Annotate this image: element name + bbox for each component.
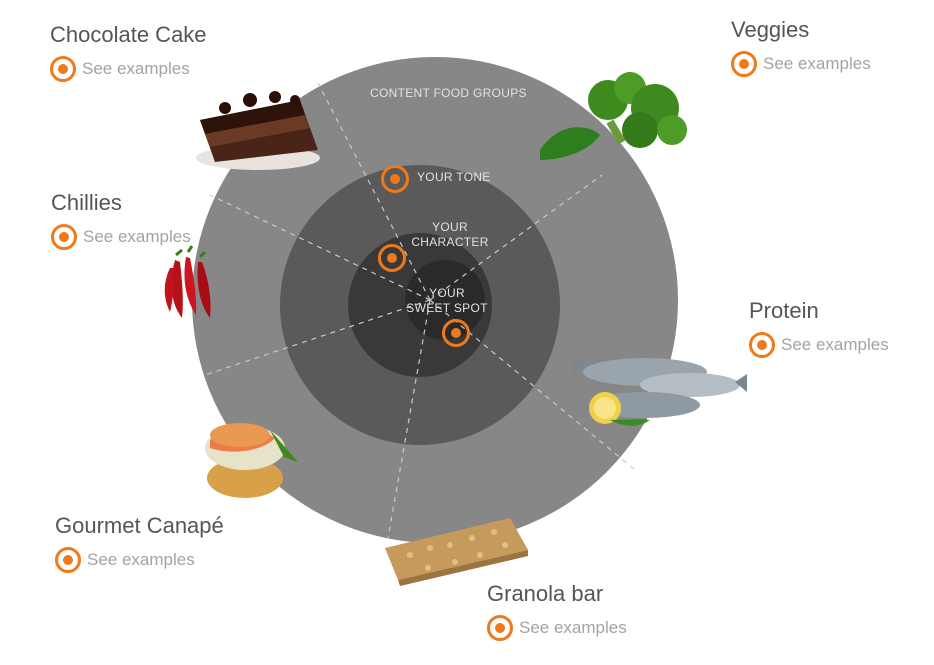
see-examples-link[interactable]: See examples [731, 51, 871, 77]
broccoli-image [540, 72, 687, 160]
canape-image [205, 423, 298, 498]
group-granola-bar: Granola bar See examples [487, 581, 627, 641]
see-examples-link[interactable]: See examples [51, 224, 191, 250]
target-dot [390, 174, 400, 184]
sweet-spot-target-icon[interactable] [442, 319, 470, 347]
outer-ring-label: CONTENT FOOD GROUPS [370, 86, 527, 100]
sweet-spot-label-line1: YOUR [429, 286, 465, 300]
see-examples-label: See examples [87, 550, 195, 569]
group-title: Granola bar [487, 581, 604, 606]
character-label: YOUR CHARACTER [405, 220, 495, 250]
target-icon [50, 56, 76, 82]
see-examples-label: See examples [763, 54, 871, 73]
sweet-spot-label: YOUR SWEET SPOT [402, 286, 492, 316]
target-icon [51, 224, 77, 250]
chilli-image [164, 245, 211, 318]
see-examples-link[interactable]: See examples [50, 56, 207, 82]
target-icon [731, 51, 757, 77]
group-title: Chocolate Cake [50, 22, 207, 47]
group-title: Chillies [51, 190, 122, 215]
see-examples-label: See examples [82, 59, 190, 78]
see-examples-label: See examples [781, 335, 889, 354]
see-examples-link[interactable]: See examples [487, 615, 627, 641]
sweet-spot-core [405, 260, 485, 340]
chocolate-cake-image [196, 91, 320, 170]
target-dot [387, 253, 397, 263]
see-examples-link[interactable]: See examples [749, 332, 889, 358]
see-examples-label: See examples [519, 618, 627, 637]
target-icon [487, 615, 513, 641]
target-icon [749, 332, 775, 358]
tone-target-icon[interactable] [381, 165, 409, 193]
group-title: Veggies [731, 17, 810, 42]
see-examples-label: See examples [83, 227, 191, 246]
group-chocolate-cake: Chocolate Cake See examples [50, 22, 207, 82]
group-protein: Protein See examples [749, 298, 889, 358]
character-target-icon[interactable] [378, 244, 406, 272]
see-examples-link[interactable]: See examples [55, 547, 224, 573]
sweet-spot-label-line2: SWEET SPOT [406, 301, 488, 315]
tone-label: YOUR TONE [417, 170, 491, 184]
target-dot [451, 328, 461, 338]
group-title: Protein [749, 298, 819, 323]
character-label-line2: CHARACTER [411, 235, 489, 249]
character-label-line1: YOUR [432, 220, 468, 234]
fish-image [573, 355, 747, 426]
group-gourmet-canape: Gourmet Canapé See examples [55, 513, 224, 573]
group-chillies: Chillies See examples [51, 190, 191, 250]
granola-bar-image [385, 518, 528, 586]
group-veggies: Veggies See examples [731, 17, 871, 77]
target-icon [55, 547, 81, 573]
group-title: Gourmet Canapé [55, 513, 224, 538]
